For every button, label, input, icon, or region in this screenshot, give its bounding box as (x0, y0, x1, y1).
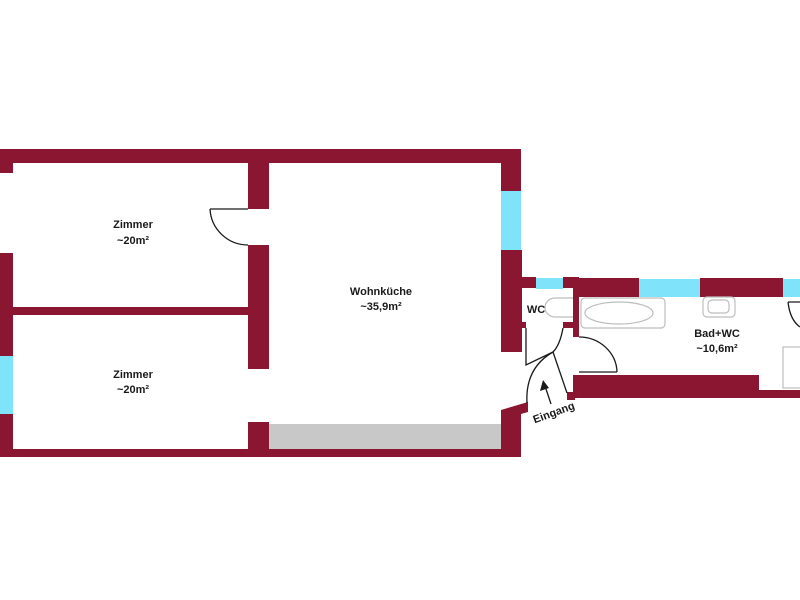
entrance-label: Eingang (532, 400, 577, 426)
shower-tray (782, 346, 800, 389)
window (783, 279, 800, 297)
sink (702, 296, 736, 318)
walls (0, 149, 800, 457)
windows (0, 191, 800, 414)
door-bath (578, 336, 618, 373)
door-wc (525, 327, 564, 367)
balcony-strip (269, 424, 501, 449)
toilet-wc (544, 297, 573, 318)
entrance-arrow-icon (540, 380, 552, 405)
room-area: ~20m² (117, 384, 149, 396)
room-area: ~20m² (117, 235, 149, 247)
room-area: ~10,6m² (696, 343, 738, 355)
room-name: Zimmer (113, 219, 153, 231)
room-name: WC (527, 304, 545, 316)
room-name: Zimmer (113, 369, 153, 381)
door-entrance (526, 351, 568, 404)
window (0, 356, 13, 414)
room-area: ~35,9m² (360, 301, 402, 313)
door-zimmer (209, 208, 249, 246)
window (501, 191, 521, 250)
bathtub (580, 297, 666, 329)
window (536, 278, 563, 289)
window (639, 279, 700, 297)
toilet-bath (787, 301, 800, 328)
room-name: Bad+WC (694, 328, 740, 340)
room-name: Wohnküche (350, 286, 412, 298)
